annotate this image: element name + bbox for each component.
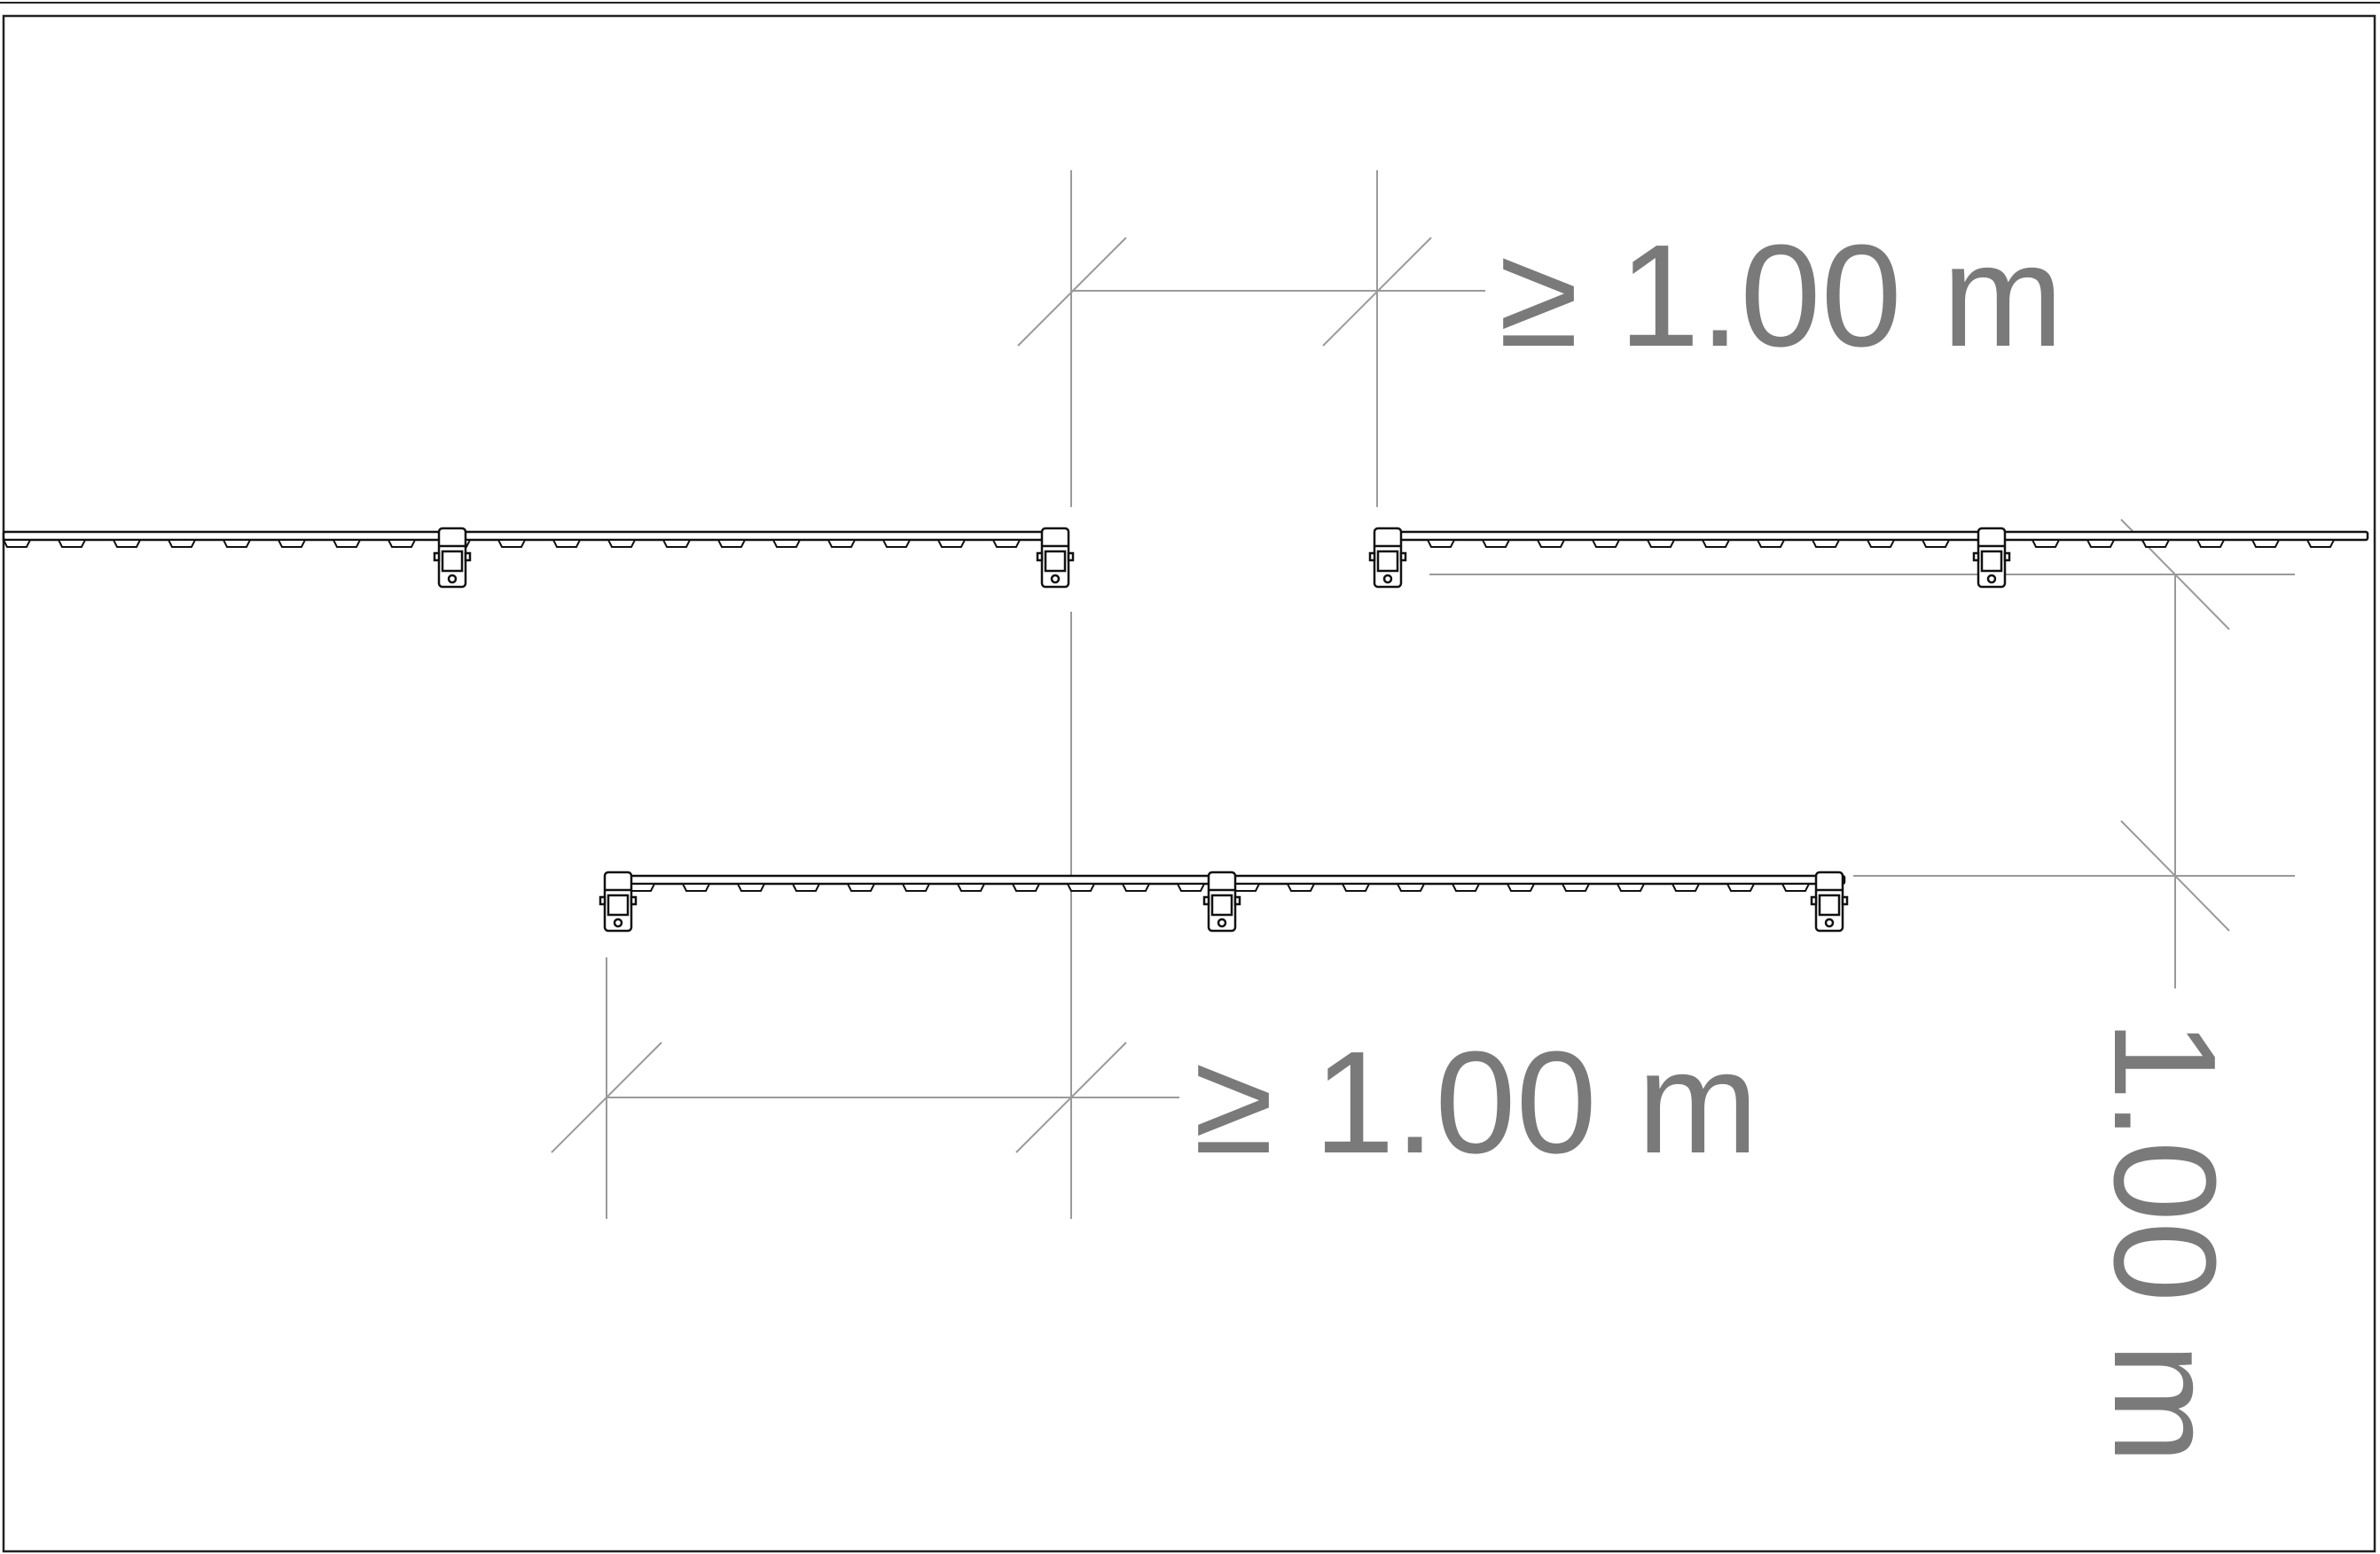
rail-tooth — [716, 539, 747, 548]
rail-tooth — [387, 539, 417, 548]
barrier-rail-bottom — [599, 871, 1849, 933]
rail-tooth — [2251, 539, 2281, 548]
rail-tooth — [1426, 539, 1456, 548]
rail-tooth — [2196, 539, 2226, 548]
rail-support-bracket — [1036, 527, 1075, 589]
rail-tooth — [1231, 883, 1261, 892]
rail-beam — [2, 530, 1068, 542]
rail-support-bracket — [599, 871, 638, 933]
rail-tooth — [736, 883, 766, 892]
rail-tooth — [1011, 883, 1041, 892]
rail-tooth — [1176, 883, 1206, 892]
rail-tooth — [1671, 883, 1701, 892]
rail-tooth — [1921, 539, 1951, 548]
rail-tooth — [222, 539, 252, 548]
rail-tooth — [1286, 883, 1316, 892]
rail-tooth — [1396, 883, 1426, 892]
rail-tooth — [1536, 539, 1566, 548]
bottom-dimension-label: ≥ 1.00 m — [1194, 1021, 1758, 1183]
rail-tooth — [1591, 539, 1621, 548]
rail-tooth — [1616, 883, 1646, 892]
rail-tooth — [901, 883, 931, 892]
rail-tooth — [826, 539, 857, 548]
rail-tooth — [167, 539, 197, 548]
rail-tooth — [1726, 883, 1756, 892]
rail-tooth — [881, 539, 912, 548]
barrier-rail-top-right — [1368, 527, 2369, 589]
rail-tooth — [332, 539, 362, 548]
rail-tooth — [1781, 883, 1811, 892]
top-gap-dimension: ≥ 1.00 m — [1017, 170, 2063, 507]
rail-tooth — [956, 883, 986, 892]
vertical-dimension-label: 1.00 m — [2084, 1019, 2246, 1464]
rail-tooth — [2031, 539, 2061, 548]
rail-tooth — [846, 883, 876, 892]
rail-tooth — [1066, 883, 1096, 892]
rail-tooth — [936, 539, 967, 548]
rail-tooth — [1121, 883, 1151, 892]
rail-tooth — [112, 539, 142, 548]
rail-tooth — [1756, 539, 1786, 548]
rail-tooth — [1701, 539, 1731, 548]
rail-tooth — [1866, 539, 1896, 548]
rail-support-bracket — [433, 527, 472, 589]
rail-tooth — [2306, 539, 2336, 548]
rail-tooth — [2, 539, 32, 548]
rail-tooth — [771, 539, 802, 548]
rail-tooth — [1341, 883, 1371, 892]
rail-beam — [1382, 530, 2369, 542]
rail-tooth — [57, 539, 87, 548]
rail-tooth — [2141, 539, 2171, 548]
rail-support-bracket — [1810, 871, 1849, 933]
rail-support-bracket — [1972, 527, 2011, 589]
rail-tooth — [662, 539, 692, 548]
rail-tooth — [1506, 883, 1536, 892]
top-dimension-label: ≥ 1.00 m — [1499, 215, 2063, 377]
rail-tooth — [1481, 539, 1511, 548]
rail-tooth — [1646, 539, 1676, 548]
rail-support-bracket — [1202, 871, 1241, 933]
vertical-spacing-dimension: 1.00 m — [1429, 519, 2295, 1464]
rail-support-bracket — [1368, 527, 1407, 589]
rail-tooth — [1561, 883, 1591, 892]
barrier-rail-top-left — [2, 527, 1075, 589]
bottom-offset-dimension: ≥ 1.00 m — [551, 612, 1758, 1219]
rail-tooth — [277, 539, 307, 548]
rail-tooth — [681, 883, 711, 892]
rail-tooth — [791, 883, 821, 892]
rail-tooth — [607, 539, 637, 548]
rail-tooth — [2086, 539, 2116, 548]
rail-tooth — [1451, 883, 1481, 892]
rail-tooth — [991, 539, 1022, 548]
rail-tooth — [497, 539, 527, 548]
rail-tooth — [552, 539, 582, 548]
rail-tooth — [1811, 539, 1841, 548]
